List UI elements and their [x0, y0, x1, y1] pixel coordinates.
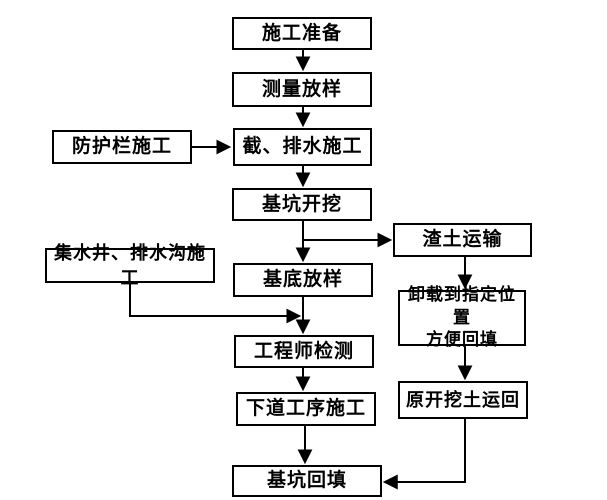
edge-sump-to-inspect-junction	[129, 283, 302, 324]
flow-node-next-process: 下道工序施工	[236, 392, 376, 426]
flow-node-backfill: 基坑回填	[232, 465, 382, 497]
flow-node-survey: 测量放样	[232, 72, 372, 107]
edge-soil-return-to-backfill	[382, 419, 466, 490]
flow-node-engineer-inspection: 工程师检测	[234, 335, 374, 368]
flow-node-unload-designated-location: 卸载到指定位置 方便回填	[398, 285, 526, 349]
flow-node-muck-transport: 渣土运输	[393, 223, 532, 257]
flow-node-prep: 施工准备	[232, 17, 372, 50]
flow-node-fence: 防护栏施工	[52, 130, 192, 164]
flow-node-excavation: 基坑开挖	[232, 188, 372, 221]
flow-node-drainage: 截、排水施工	[233, 128, 372, 166]
flow-node-sump-drainage-ditch: 集水井、排水沟施工	[45, 243, 215, 288]
flow-node-base-layout: 基底放样	[233, 263, 373, 297]
flow-node-soil-return: 原开挖土运回	[398, 381, 528, 419]
